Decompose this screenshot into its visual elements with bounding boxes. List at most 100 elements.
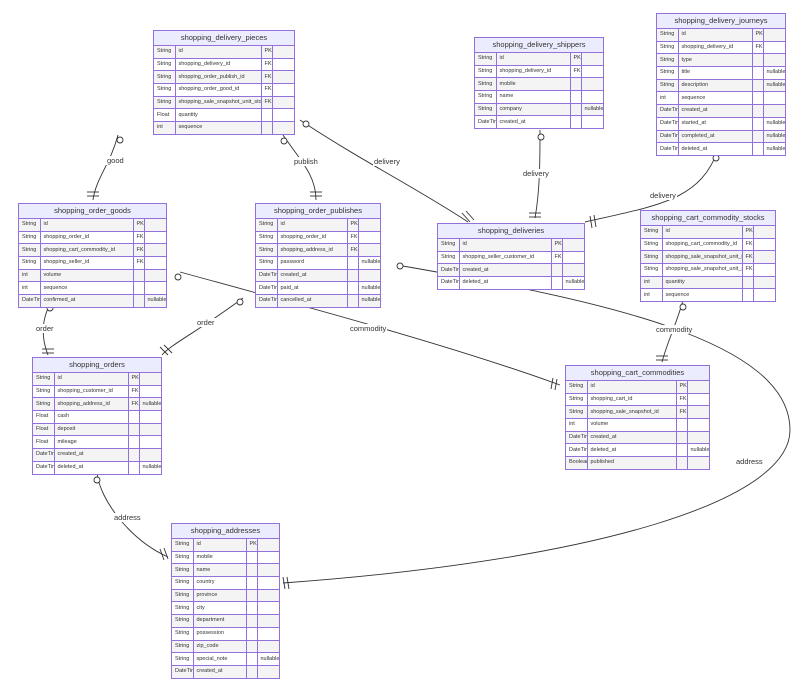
attr-type: String bbox=[154, 46, 176, 59]
attr-comment bbox=[687, 431, 709, 445]
attr-type: String bbox=[172, 563, 194, 578]
attr-key bbox=[742, 276, 754, 290]
attr-name: shopping_order_id bbox=[277, 231, 348, 245]
relation-label-order-goods: order bbox=[35, 324, 55, 333]
attr-comment bbox=[581, 53, 603, 66]
attr-type: String bbox=[172, 589, 194, 603]
attr-key: FK bbox=[676, 393, 688, 407]
attr-name: sequence bbox=[678, 91, 753, 106]
attr-comment bbox=[139, 410, 161, 424]
attr-comment: nullable bbox=[144, 294, 166, 307]
attr-type: int bbox=[641, 276, 663, 290]
attr-comment: nullable bbox=[763, 66, 785, 80]
attribute-row: DateTimecreated_at bbox=[438, 263, 584, 278]
attr-key bbox=[246, 576, 258, 590]
attr-comment: nullable bbox=[763, 142, 785, 155]
attr-type: String bbox=[172, 576, 194, 590]
attr-key: PK bbox=[246, 539, 258, 552]
relation-label-address-orders: address bbox=[113, 513, 142, 522]
attr-key bbox=[752, 66, 764, 80]
attr-name: shopping_address_id bbox=[277, 243, 348, 258]
attr-name: paid_at bbox=[277, 281, 348, 296]
attr-name: shopping_cart_id bbox=[587, 393, 677, 407]
attr-type: String bbox=[475, 65, 497, 79]
attr-name: id bbox=[587, 381, 677, 394]
attr-name: description bbox=[678, 79, 753, 93]
attr-type: DateTime bbox=[657, 142, 679, 155]
attr-key: PK bbox=[551, 239, 563, 252]
attr-comment bbox=[257, 589, 279, 603]
attr-comment bbox=[139, 373, 161, 386]
attr-type: String bbox=[641, 238, 663, 252]
attr-key bbox=[752, 130, 764, 144]
attr-type: DateTime bbox=[566, 431, 588, 445]
attr-comment bbox=[257, 614, 279, 628]
attr-type: String bbox=[172, 652, 194, 666]
attr-comment bbox=[763, 41, 785, 55]
attr-comment: nullable bbox=[358, 294, 380, 307]
attr-comment bbox=[687, 405, 709, 420]
attr-name: created_at bbox=[277, 269, 348, 283]
attr-name: shopping_address_id bbox=[54, 397, 129, 412]
attr-comment bbox=[581, 115, 603, 129]
attr-key: PK bbox=[676, 381, 688, 394]
attr-type: int bbox=[19, 281, 41, 296]
attr-type: String bbox=[256, 243, 278, 258]
attr-key: FK bbox=[551, 251, 563, 265]
attr-comment: nullable bbox=[358, 256, 380, 270]
attr-type: String bbox=[154, 83, 176, 97]
attr-key: FK bbox=[347, 231, 359, 245]
attr-key: FK bbox=[742, 238, 754, 252]
attr-type: String bbox=[33, 373, 55, 386]
attr-comment bbox=[753, 288, 775, 302]
attr-comment bbox=[144, 256, 166, 270]
attr-comment bbox=[272, 96, 294, 110]
attr-name: quantity bbox=[175, 108, 262, 123]
attr-type: Float bbox=[33, 410, 55, 424]
attr-type: String bbox=[256, 256, 278, 270]
entity-title: shopping_deliveries bbox=[438, 224, 584, 239]
attr-key bbox=[752, 91, 764, 106]
attr-name: id bbox=[40, 219, 134, 232]
attr-name: name bbox=[193, 563, 247, 578]
attr-name: shopping_seller_id bbox=[40, 256, 134, 270]
attr-key bbox=[347, 256, 359, 270]
entity-title: shopping_order_goods bbox=[19, 204, 166, 219]
attr-name: quantity bbox=[662, 276, 743, 290]
attr-name: id bbox=[54, 373, 129, 386]
attribute-row: DateTimecreated_at bbox=[256, 269, 380, 283]
attr-key bbox=[246, 640, 258, 654]
attr-type: DateTime bbox=[475, 115, 497, 129]
attr-comment bbox=[753, 263, 775, 277]
attr-name: id bbox=[459, 239, 552, 252]
attr-name: shopping_order_id bbox=[40, 231, 134, 245]
relation-address-publishes-line bbox=[282, 264, 791, 584]
attr-name: mileage bbox=[54, 435, 129, 450]
attr-type: String bbox=[172, 614, 194, 628]
attr-type: int bbox=[566, 418, 588, 432]
attr-name: deleted_at bbox=[587, 443, 677, 458]
attr-key bbox=[570, 77, 582, 92]
attr-key bbox=[676, 443, 688, 458]
